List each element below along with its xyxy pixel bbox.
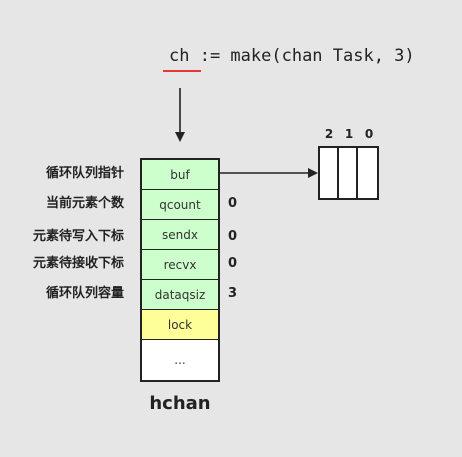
variable-underline: [163, 70, 201, 72]
label-buf: 循环队列指针: [45, 166, 124, 181]
buffer-index-1: 1: [344, 127, 354, 141]
label-sendx: 元素待写入下标: [32, 229, 124, 244]
label-qcount: 当前元素个数: [45, 196, 124, 211]
struct-name: hchan: [149, 393, 211, 414]
buf-arrow-head: [308, 168, 318, 178]
hchan-struct: buf qcount sendx recvx dataqsiz lock ...: [140, 158, 220, 382]
field-lock: lock: [142, 310, 218, 340]
field-sendx: sendx: [142, 220, 218, 250]
buffer-slot: [320, 148, 339, 198]
code-expression: := make(chan Task, 3): [189, 46, 415, 66]
label-dataqsiz: 循环队列容量: [45, 286, 124, 301]
field-recvx: recvx: [142, 250, 218, 280]
buffer-slot: [339, 148, 358, 198]
label-recvx: 元素待接收下标: [32, 256, 124, 271]
field-dataqsiz: dataqsiz: [142, 280, 218, 310]
value-qcount: 0: [228, 196, 238, 211]
make-arrow-head: [175, 132, 185, 142]
buffer-slot: [358, 148, 377, 198]
field-qcount: qcount: [142, 190, 218, 220]
buffer-index-0: 0: [364, 127, 374, 141]
field-buf: buf: [142, 160, 218, 190]
value-sendx: 0: [228, 229, 238, 244]
ring-buffer: [318, 146, 379, 200]
code-statement: ch := make(chan Task, 3): [169, 44, 415, 68]
value-recvx: 0: [228, 256, 238, 271]
buffer-index-2: 2: [324, 127, 334, 141]
field-more: ...: [142, 340, 218, 380]
code-variable: ch: [169, 46, 190, 66]
value-dataqsiz: 3: [228, 286, 238, 301]
